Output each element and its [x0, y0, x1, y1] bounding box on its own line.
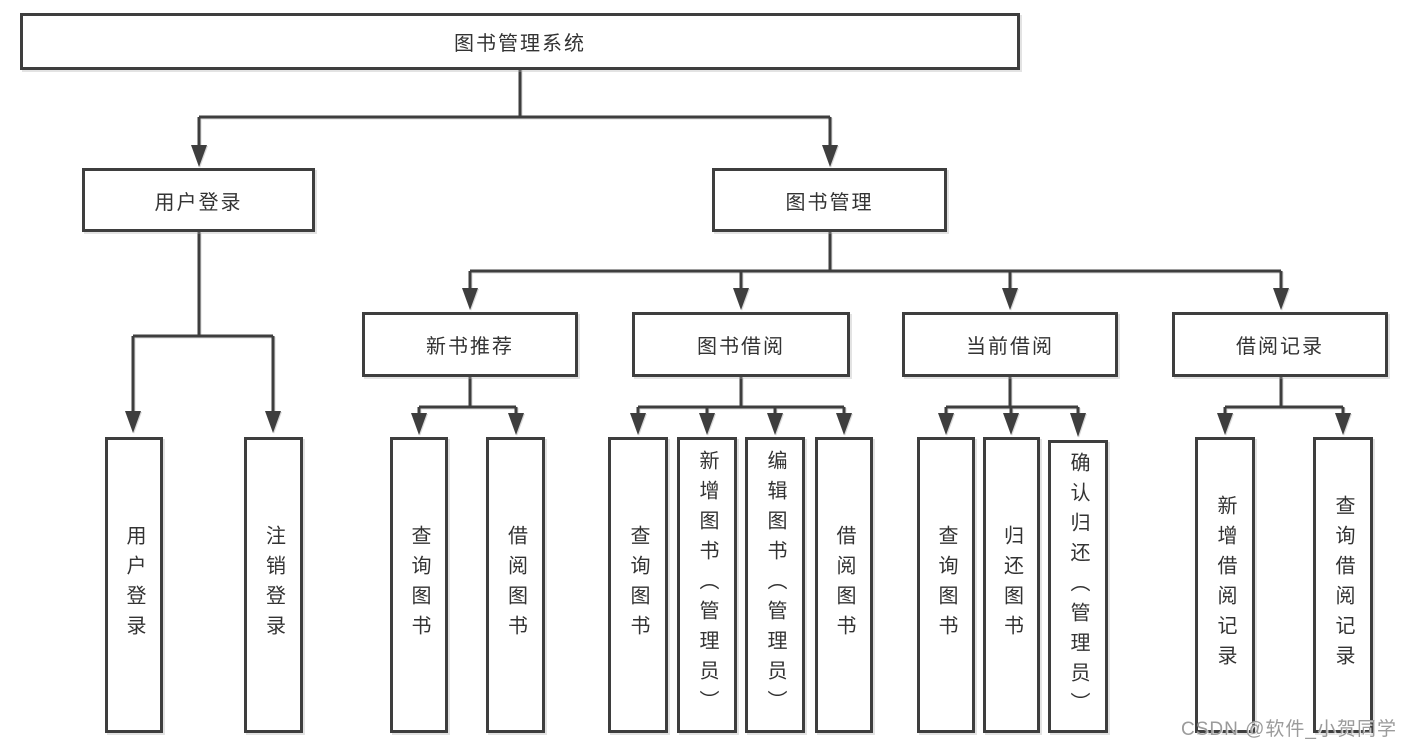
leaf-label: 查询图书 — [935, 525, 957, 645]
node-book-borrowing: 图书借阅 — [632, 312, 850, 377]
leaf-records-query-record: 查询借阅记录 — [1313, 437, 1373, 733]
leaf-label: 新增图书（管理员） — [696, 450, 718, 720]
node-new-book-recommendation: 新书推荐 — [362, 312, 578, 377]
leaf-current-return-books: 归还图书 — [983, 437, 1040, 733]
leaf-label: 用户登录 — [123, 525, 145, 645]
leaf-label: 查询图书 — [627, 525, 649, 645]
leaf-label: 查询图书 — [408, 525, 430, 645]
leaf-records-add-record: 新增借阅记录 — [1195, 437, 1255, 733]
leaf-label: 确认归还（管理员） — [1067, 451, 1089, 722]
leaf-current-confirm-return-admin: 确认归还（管理员） — [1048, 440, 1108, 733]
leaf-label: 新增借阅记录 — [1214, 495, 1236, 675]
leaf-label: 编辑图书（管理员） — [764, 450, 786, 720]
leaf-logout: 注销登录 — [244, 437, 303, 733]
leaf-borrow-edit-books-admin: 编辑图书（管理员） — [745, 437, 805, 733]
watermark: CSDN @软件_小贺同学 — [1181, 719, 1397, 740]
leaf-label: 归还图书 — [1000, 525, 1023, 645]
leaf-borrow-borrow-books: 借阅图书 — [815, 437, 873, 733]
node-borrowing-records: 借阅记录 — [1172, 312, 1388, 377]
node-user-login: 用户登录 — [82, 168, 315, 232]
leaf-recommend-query-books: 查询图书 — [390, 437, 448, 733]
leaf-borrow-add-books-admin: 新增图书（管理员） — [677, 437, 737, 733]
node-root: 图书管理系统 — [20, 13, 1020, 70]
leaf-borrow-query-books: 查询图书 — [608, 437, 668, 733]
node-book-management: 图书管理 — [712, 168, 947, 232]
leaf-recommend-borrow-books: 借阅图书 — [486, 437, 545, 733]
node-current-borrowing: 当前借阅 — [902, 312, 1118, 377]
leaf-label: 注销登录 — [262, 525, 285, 645]
leaf-user-login: 用户登录 — [105, 437, 163, 733]
leaf-label: 查询借阅记录 — [1332, 495, 1354, 675]
leaf-label: 借阅图书 — [504, 525, 527, 645]
leaf-current-query-books: 查询图书 — [917, 437, 975, 733]
leaf-label: 借阅图书 — [833, 525, 855, 645]
